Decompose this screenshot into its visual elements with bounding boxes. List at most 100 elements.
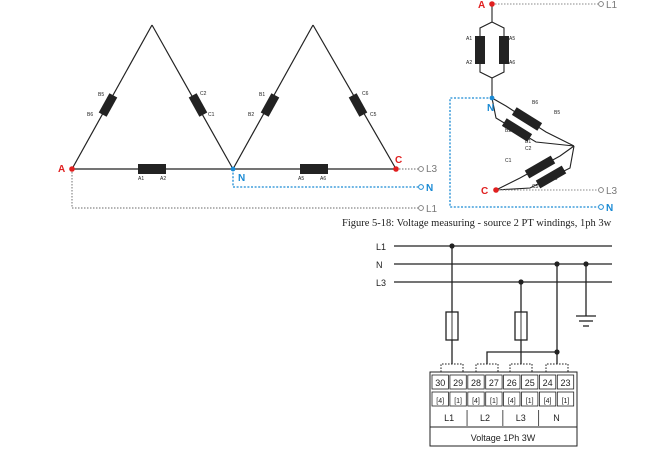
wire-a-l1 [71, 169, 418, 209]
label-a1: A1 [138, 176, 144, 182]
terminal-l3-label: L3 [426, 164, 438, 175]
terminal-number: 29 [453, 378, 463, 388]
label-b5: B5 [98, 92, 104, 98]
terminal-number: 27 [489, 378, 499, 388]
label-right-b5: B5 [554, 110, 560, 116]
left-node-a [69, 166, 75, 172]
right-label-n: N [487, 103, 494, 114]
label-b1: B1 [259, 92, 265, 98]
right-terminal-l3-icon [598, 187, 604, 193]
label-b6: B6 [87, 112, 93, 118]
terminal-bracket-cell [449, 391, 467, 407]
jumper-24-23 [545, 363, 569, 372]
terminal-bracket-cell [467, 391, 485, 407]
terminal-group-label: N [553, 413, 560, 423]
label-c6: C6 [362, 91, 369, 97]
terminal-number: 26 [507, 378, 517, 388]
right-terminal-l3-label: L3 [606, 186, 618, 197]
junction-l1 [449, 243, 455, 249]
right-terminal-l1-label: L1 [606, 0, 618, 11]
terminal-bracket-cell [503, 391, 521, 407]
wire-n-neutral [232, 169, 418, 188]
wiring-diagram [394, 245, 612, 372]
label-right-a5: A5 [509, 36, 515, 42]
terminal-number-cell [449, 374, 467, 390]
left-winding-labels: B5 B6 C2 C1 B1 B2 C6 C5 A1 A2 A5 A6 [87, 91, 377, 182]
terminal-number: 25 [525, 378, 535, 388]
junction-n [554, 261, 560, 267]
label-right-c1: C1 [505, 158, 512, 164]
winding-right-b2-b1 [501, 118, 533, 142]
terminal-cells: 30[4]29[1]28[4]27[1]26[4]25[1]24[4]23[1]… [431, 374, 575, 426]
winding-right-a1-a2 [475, 36, 485, 64]
jumper-26-25 [509, 363, 533, 372]
terminal-bracket-cell [556, 391, 575, 407]
terminal-bracket: [1] [562, 398, 570, 405]
bus-label-l1: L1 [376, 242, 386, 252]
terminal-block-title: Voltage 1Ph 3W [471, 433, 536, 443]
terminal-number-cell [503, 374, 521, 390]
right-node-n [489, 95, 495, 101]
label-right-c5: C5 [532, 184, 539, 190]
label-right-c2: C2 [525, 146, 532, 152]
terminal-n-label: N [426, 183, 433, 194]
right-label-c: C [481, 186, 488, 197]
junction-ground [583, 261, 589, 267]
terminal-bracket-cell [485, 391, 503, 407]
terminal-bracket: [4] [472, 398, 480, 405]
right-terminal-n-label: N [606, 203, 613, 214]
terminal-bracket-cell [521, 391, 539, 407]
label-a5: A5 [298, 176, 304, 182]
right-terminal-l1-icon [598, 1, 604, 7]
label-right-b2: B2 [505, 128, 511, 134]
right-terminals: L1 L3 N [598, 0, 618, 214]
wire-right-n [449, 97, 598, 208]
label-c5: C5 [370, 112, 377, 118]
terminal-block: 30[4]29[1]28[4]27[1]26[4]25[1]24[4]23[1]… [429, 371, 578, 447]
terminal-l1-label: L1 [426, 204, 438, 215]
right-delta-diagram [449, 3, 598, 208]
left-windings [98, 93, 368, 174]
terminal-group-label: L2 [480, 413, 490, 423]
left-label-n: N [238, 173, 245, 184]
label-c1: C1 [208, 112, 215, 118]
figure-caption: Figure 5-18: Voltage measuring - source … [342, 218, 612, 229]
terminal-bracket: [1] [454, 398, 462, 405]
winding-b1-b2 [260, 93, 280, 117]
terminal-number-cell [539, 374, 557, 390]
terminal-bracket: [4] [436, 398, 444, 405]
terminal-number: 30 [435, 378, 445, 388]
terminal-number-cell [467, 374, 485, 390]
junction-bridge [554, 349, 560, 355]
terminal-number: 23 [560, 378, 570, 388]
jumper-28-27 [475, 363, 499, 372]
label-b2: B2 [248, 112, 254, 118]
terminal-group-label: L1 [444, 413, 454, 423]
terminal-bracket: [1] [526, 398, 534, 405]
junction-dots [449, 243, 589, 355]
bus-label-l3: L3 [376, 278, 386, 288]
winding-right-c2-c1 [524, 155, 556, 179]
winding-c2-c1 [188, 93, 208, 117]
label-right-a1: A1 [466, 36, 472, 42]
winding-right-c6-c5 [535, 165, 567, 189]
right-winding-labels: A1 A5 A2 A6 B6 B5 B2 B1 C2 C1 C6 C5 [466, 36, 560, 190]
winding-c6-c5 [348, 93, 368, 117]
left-label-c: C [395, 155, 402, 166]
label-right-b1: B1 [525, 139, 531, 145]
left-label-a: A [58, 164, 65, 175]
winding-a5-a6 [300, 164, 328, 174]
label-right-c6: C6 [551, 176, 558, 182]
label-right-a6: A6 [509, 60, 515, 66]
junction-l3 [518, 279, 524, 285]
terminal-number: 24 [543, 378, 553, 388]
terminal-jumpers [440, 363, 569, 372]
terminal-bracket-cell [431, 391, 449, 407]
winding-a1-a2 [138, 164, 166, 174]
terminal-group-label: L3 [516, 413, 526, 423]
label-a2: A2 [160, 176, 166, 182]
right-node-c [493, 187, 499, 193]
bridge-n-28 [486, 351, 557, 364]
label-c2: C2 [200, 91, 207, 97]
